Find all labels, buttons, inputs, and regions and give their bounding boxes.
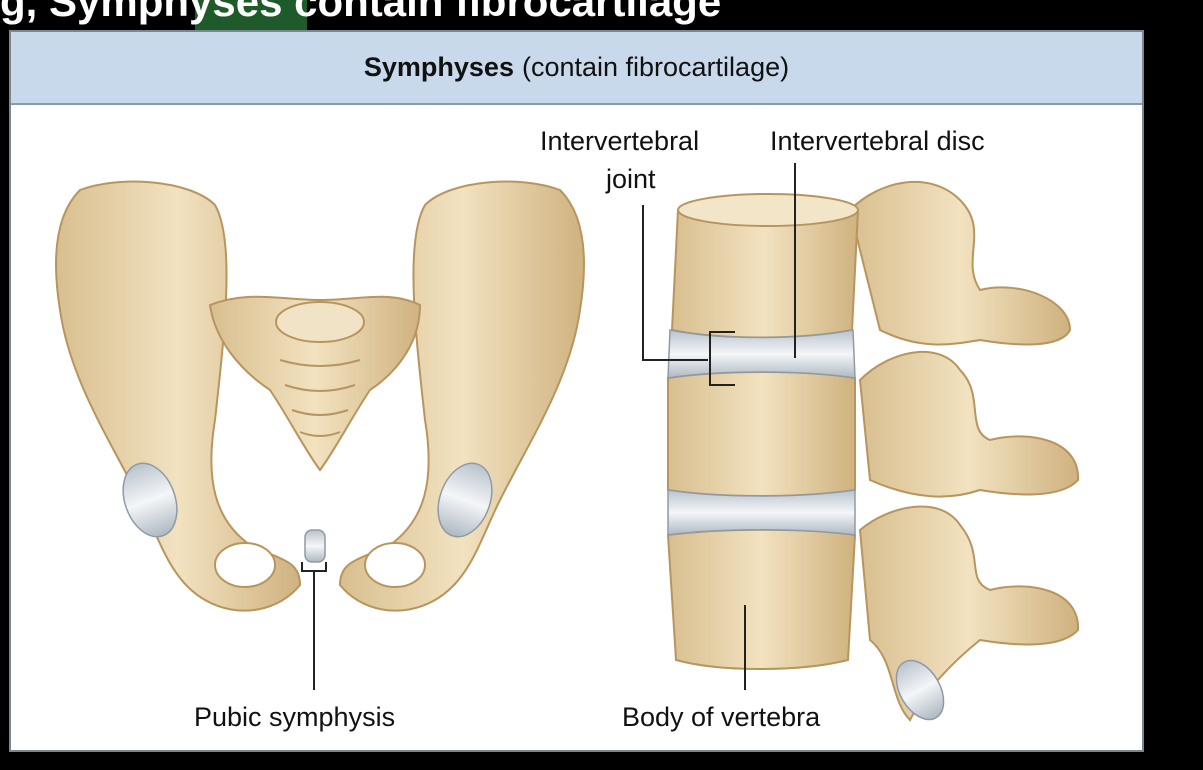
top-caption-bar: g, Symphyses contain fibrocartilage	[0, 0, 1203, 30]
label-body-of-vertebra: Body of vertebra	[622, 702, 821, 732]
left-ilium	[55, 180, 302, 612]
vertebral-column-illustration	[642, 163, 1080, 722]
facet-joint-cartilage	[895, 659, 945, 721]
sacral-promontory	[275, 301, 365, 343]
label-intervertebral-joint-line2: joint	[606, 164, 656, 194]
right-obturator-foramen	[364, 542, 426, 588]
sacrum	[208, 295, 422, 472]
label-intervertebral-disc: Intervertebral disc	[770, 126, 985, 156]
figure-header: Symphyses (contain fibrocartilage)	[11, 32, 1142, 105]
upper-intervertebral-disc	[667, 329, 856, 379]
lower-intervertebral-disc	[667, 489, 856, 536]
lower-spinous-process	[858, 505, 1080, 722]
upper-spinous-process	[848, 180, 1072, 346]
left-acetabulum	[122, 462, 178, 538]
right-ilium	[338, 180, 585, 612]
intervertebral-joint-leader	[642, 205, 735, 386]
pubic-symphysis-disc	[304, 529, 326, 563]
header-title-bold: Symphyses	[363, 52, 514, 82]
label-intervertebral-joint-line1: Intervertebral	[540, 126, 700, 156]
middle-vertebral-body	[667, 371, 856, 497]
header-title-rest: (contain fibrocartilage)	[521, 52, 790, 82]
middle-spinous-process	[858, 350, 1080, 498]
upper-vertebral-rim	[677, 193, 859, 227]
label-pubic-symphysis: Pubic symphysis	[194, 702, 396, 732]
pelvis-illustration	[55, 180, 585, 690]
top-caption: g, Symphyses contain fibrocartilage	[0, 0, 722, 25]
right-acetabulum	[437, 462, 493, 538]
left-obturator-foramen	[214, 542, 276, 588]
lower-vertebral-body	[666, 528, 857, 670]
caption-highlight	[195, 0, 307, 30]
